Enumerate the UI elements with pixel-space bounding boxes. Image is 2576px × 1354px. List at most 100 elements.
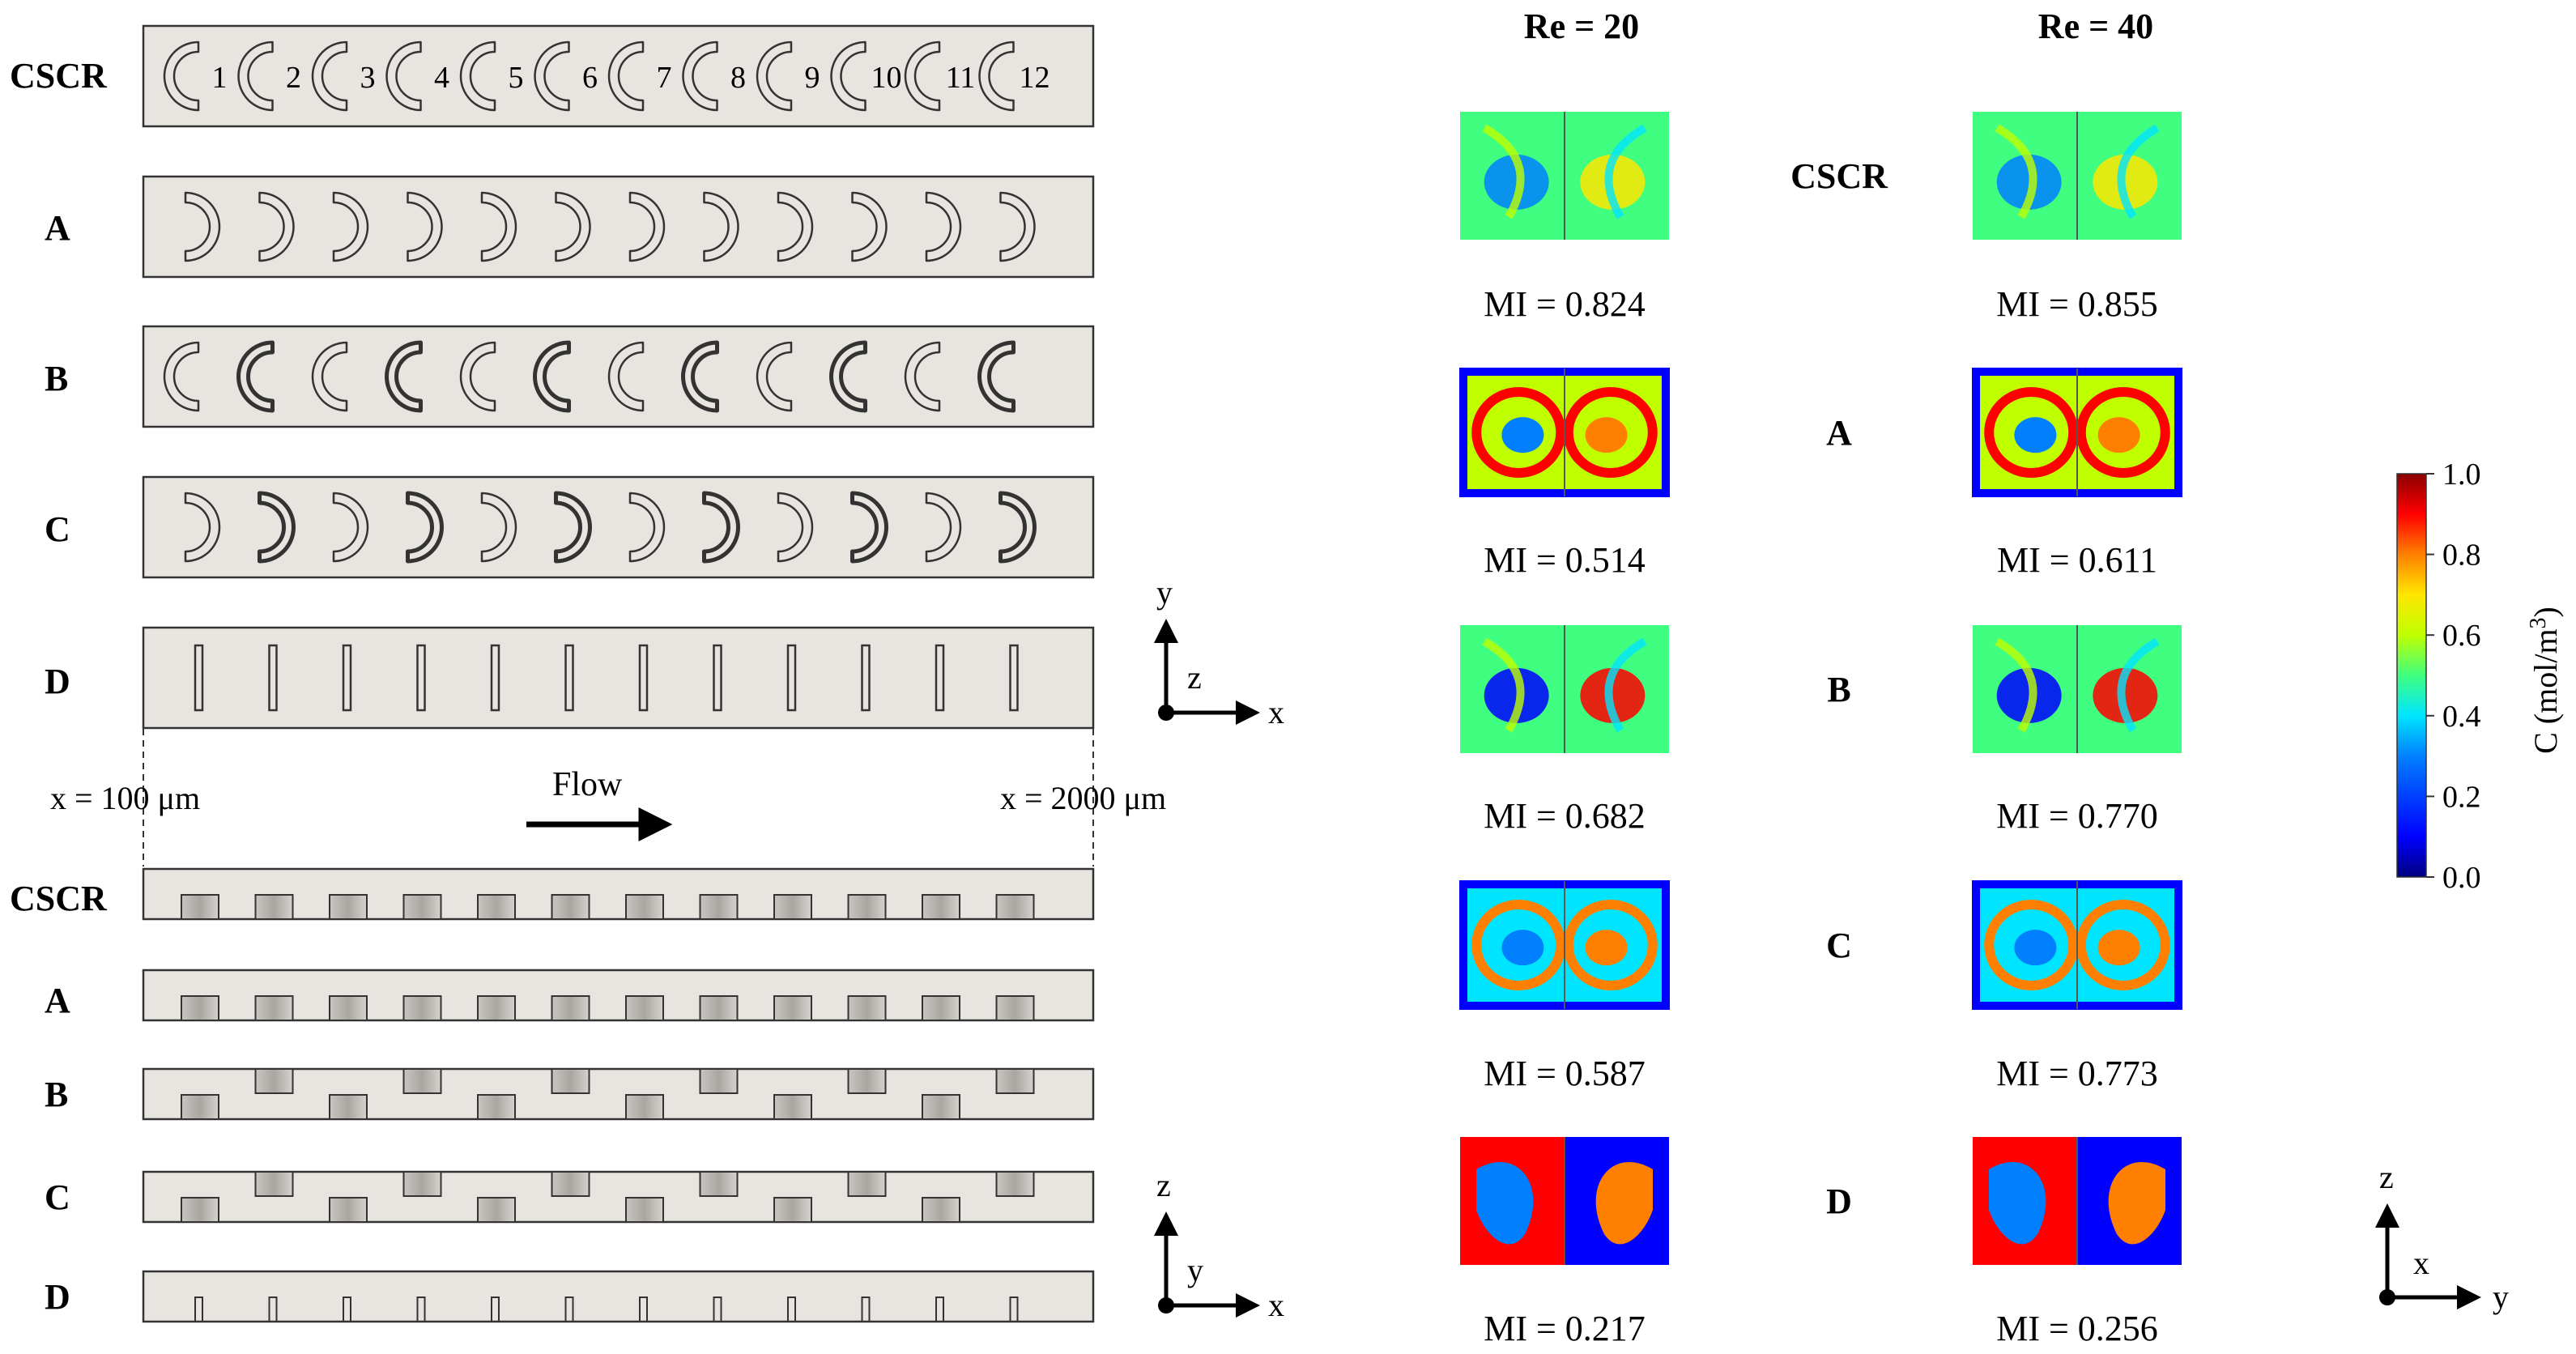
cavity — [773, 995, 812, 1021]
side-channel-cscr: CSCR — [10, 867, 1095, 921]
axis-label-x: x — [1268, 1287, 1284, 1323]
side-channel-b: B — [45, 1067, 1095, 1121]
cavity — [181, 995, 219, 1021]
result-row: CSCR MI = 0.824 MI = 0.855 — [1460, 112, 2182, 324]
axis-label-z: z — [2379, 1159, 2394, 1195]
semicircle-element — [702, 491, 740, 564]
semicircle-element — [385, 40, 422, 112]
semicircle-element — [163, 341, 200, 412]
semicircle-element — [829, 340, 867, 413]
semicircle-element — [311, 341, 348, 412]
cavity — [639, 1297, 648, 1322]
mixing-index-label: MI = 0.256 — [1996, 1309, 2158, 1348]
channel-label: CSCR — [10, 879, 108, 918]
range-end-label: x = 2000 μm — [1000, 780, 1166, 816]
semicircle-element — [480, 191, 517, 262]
top-channel-a: A — [45, 175, 1095, 279]
mixing-index-label: MI = 0.587 — [1484, 1054, 1646, 1093]
cavity — [402, 995, 442, 1021]
semicircle-element — [850, 491, 888, 564]
cavity — [625, 1197, 664, 1223]
semicircle-element — [258, 191, 295, 262]
baffle-element — [416, 644, 426, 712]
concentration-map — [1972, 368, 2182, 497]
element-number: 4 — [434, 61, 449, 95]
baffle-element — [268, 644, 278, 712]
semicircle-element — [925, 191, 962, 262]
cavity — [343, 1297, 351, 1322]
mixing-index-label: MI = 0.824 — [1484, 284, 1646, 324]
channel-label: C — [45, 1177, 70, 1217]
cavity — [254, 995, 294, 1021]
cavity — [254, 1068, 294, 1094]
axis-label-x: x — [1268, 694, 1284, 730]
cavity — [491, 1297, 500, 1322]
cavity — [995, 995, 1035, 1021]
cavity — [551, 995, 590, 1021]
semicircle-element — [311, 40, 348, 112]
top-view-axes: y x z — [1154, 574, 1284, 730]
semicircle-element — [459, 341, 496, 412]
semicircle-element — [184, 492, 221, 563]
channel-label: D — [45, 1277, 70, 1317]
semicircle-element — [407, 191, 443, 262]
element-number: 8 — [730, 61, 746, 95]
semicircle-element — [554, 491, 592, 564]
side-channel-c: C — [45, 1170, 1095, 1224]
semicircle-element — [163, 40, 200, 112]
cavity — [922, 1094, 960, 1120]
cavity — [194, 1297, 203, 1322]
concentration-map — [1460, 112, 1669, 240]
cavity — [699, 995, 739, 1021]
semicircle-element — [851, 191, 888, 262]
concentration-map — [1459, 368, 1670, 497]
top-channel-c: C — [45, 475, 1095, 579]
cavity — [564, 1297, 574, 1322]
cavity — [995, 1068, 1035, 1094]
mixing-index-label: MI = 0.855 — [1996, 284, 2158, 324]
cavity — [625, 1094, 664, 1120]
mixing-index-label: MI = 0.682 — [1484, 796, 1646, 836]
axis-label-y: y — [1187, 1252, 1203, 1288]
semicircle-element — [607, 341, 645, 412]
semicircle-element — [534, 40, 570, 112]
cavity — [773, 1094, 812, 1120]
semicircle-element — [628, 191, 666, 262]
element-number: 3 — [360, 61, 376, 95]
semicircle-element — [777, 492, 814, 563]
top-channel-d: D — [45, 626, 1095, 730]
semicircle-element — [459, 40, 496, 112]
element-number: 2 — [286, 61, 301, 95]
cavity — [922, 894, 960, 920]
range-start-label: x = 100 μm — [50, 780, 200, 816]
cavity — [922, 995, 960, 1021]
cavity — [847, 995, 887, 1021]
colorbar-tick-label: 0.0 — [2442, 861, 2481, 895]
axis-label-z: z — [1156, 1167, 1171, 1203]
semicircle-element — [703, 191, 739, 262]
element-number: 5 — [509, 61, 524, 95]
cavity — [713, 1297, 722, 1322]
side-view-axes: z x y — [1154, 1167, 1284, 1323]
row-label: CSCR — [1790, 156, 1888, 196]
cavity — [329, 995, 368, 1021]
baffle-element — [935, 644, 945, 712]
baffle-element — [786, 644, 797, 712]
semicircle-element — [237, 40, 274, 112]
semicircle-element — [533, 340, 571, 413]
cavity — [625, 894, 664, 920]
axis-label-x: x — [2413, 1245, 2429, 1281]
cavity — [995, 894, 1035, 920]
cavity — [254, 1171, 294, 1197]
mixing-index-label: MI = 0.611 — [1997, 540, 2157, 580]
cavity — [773, 1197, 812, 1223]
cavity — [847, 894, 887, 920]
cavity — [268, 1297, 278, 1322]
colorbar: 1.00.80.60.40.20.0 C (mol/m3) — [2396, 458, 2564, 895]
cavity — [847, 1068, 887, 1094]
cavity — [847, 1171, 887, 1197]
